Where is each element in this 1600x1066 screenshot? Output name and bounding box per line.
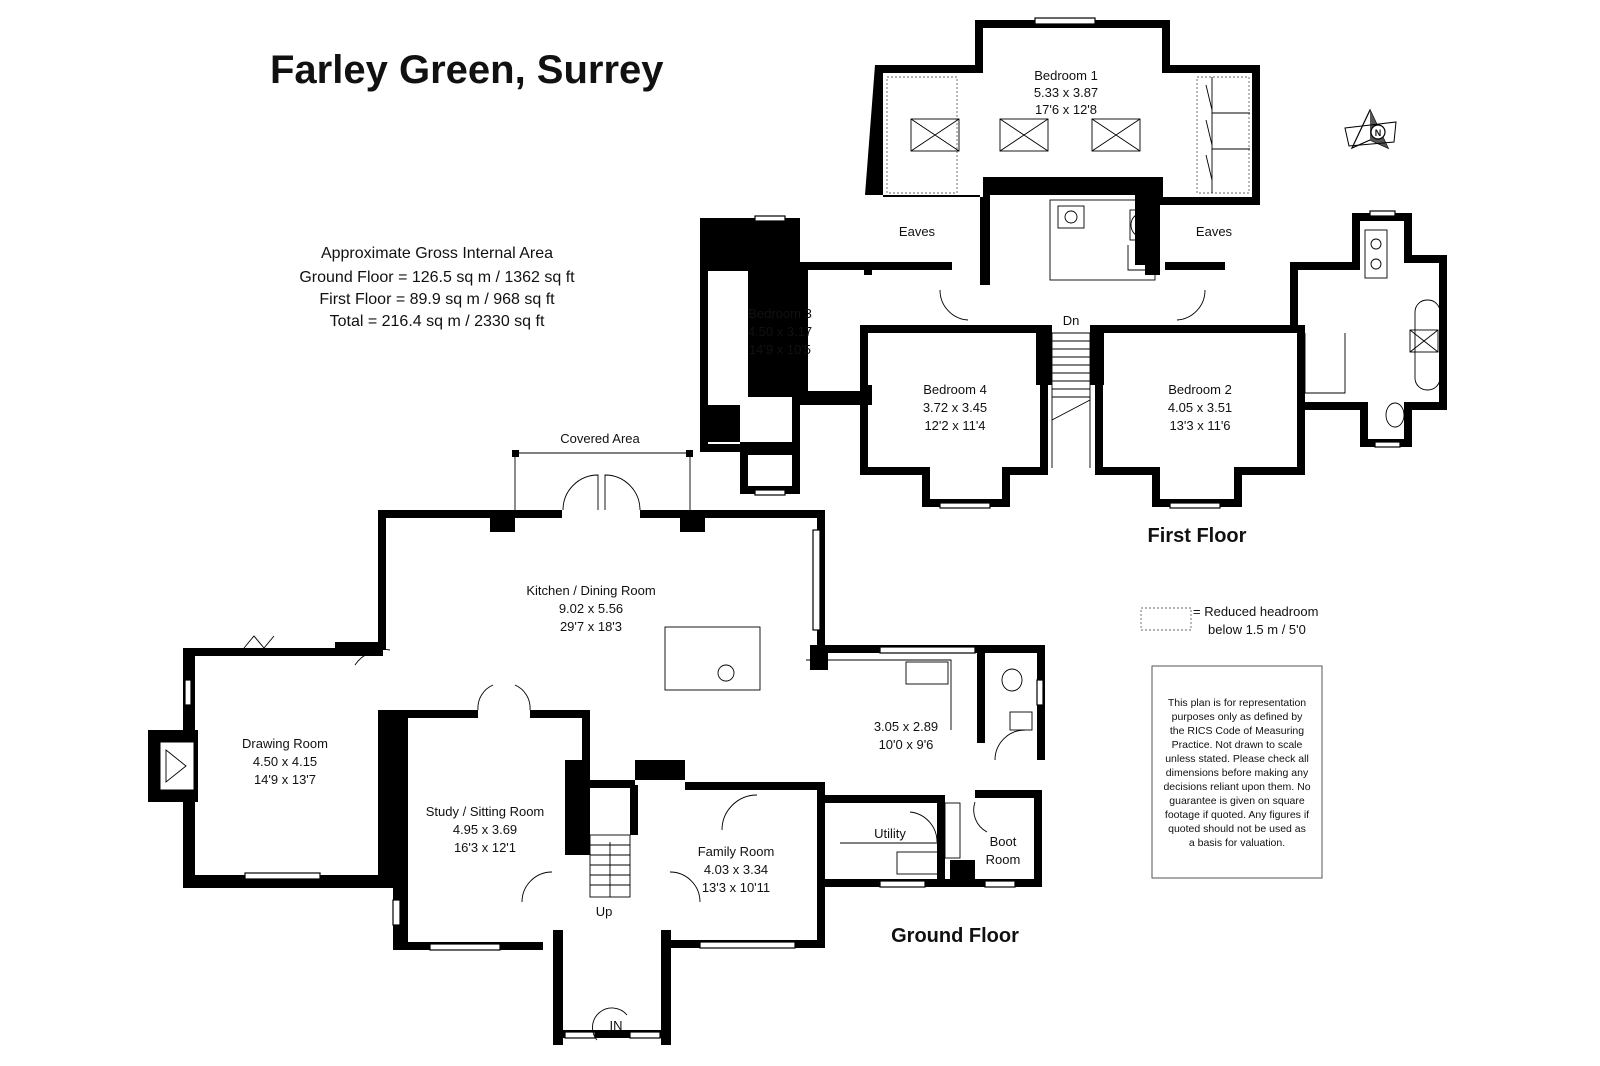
study-metric: 4.95 x 3.69 — [453, 822, 517, 837]
kitchen-name: Kitchen / Dining Room — [526, 583, 655, 598]
ground-floor-label: Ground Floor — [891, 925, 1019, 947]
disclaimer-line: guarantee is given on square — [1169, 795, 1305, 807]
disclaimer-line: decisions reliant upon them. No — [1163, 781, 1310, 793]
first-floor-label: First Floor — [1148, 525, 1247, 547]
bedroom-4-metric: 3.72 x 3.45 — [923, 400, 987, 415]
drawing-room-metric: 4.50 x 4.15 — [253, 754, 317, 769]
entrance-label: IN — [610, 1018, 623, 1033]
stairs-up-label: Up — [596, 904, 613, 919]
study-name: Study / Sitting Room — [426, 804, 545, 819]
area-ground: Ground Floor = 126.5 sq m / 1362 sq ft — [299, 269, 575, 286]
bedroom-2-imperial: 13'3 x 11'6 — [1169, 418, 1230, 433]
utility-room-metric: 3.05 x 2.89 — [874, 719, 938, 734]
disclaimer-line: a basis for valuation. — [1189, 837, 1285, 849]
kitchen-metric: 9.02 x 5.56 — [559, 601, 623, 616]
bedroom-3-imperial: 14'9 x 10'5 — [749, 342, 811, 357]
page-title: Farley Green, Surrey — [270, 48, 664, 92]
bedroom-1-imperial: 17'6 x 12'8 — [1035, 102, 1097, 117]
drawing-room-name: Drawing Room — [242, 736, 328, 751]
disclaimer-line: quoted should not be used as — [1168, 823, 1306, 835]
covered-area-label: Covered Area — [560, 431, 640, 446]
kitchen-imperial: 29'7 x 18'3 — [560, 619, 622, 634]
ground-floor-plan: Covered Area Kitchen / Dining Room 9.02 … — [148, 431, 1045, 1045]
bedroom-3-metric: 4.50 x 3.17 — [748, 324, 812, 339]
legend-line1: = Reduced headroom — [1193, 604, 1318, 619]
north-compass-icon — [1344, 108, 1397, 150]
utility-room-imperial: 10'0 x 9'6 — [879, 737, 934, 752]
family-room-name: Family Room — [698, 844, 775, 859]
area-first: First Floor = 89.9 sq m / 968 sq ft — [319, 291, 555, 308]
area-total: Total = 216.4 sq m / 2330 sq ft — [330, 313, 545, 330]
disclaimer-line: Practice. Not drawn to scale — [1172, 739, 1303, 751]
disclaimer-line: footage if quoted. Any figures if — [1165, 809, 1309, 821]
disclaimer-text: This plan is for representation purposes… — [1163, 697, 1310, 849]
eaves-left-label: Eaves — [899, 224, 936, 239]
bedroom-2-metric: 4.05 x 3.51 — [1168, 400, 1232, 415]
area-heading: Approximate Gross Internal Area — [321, 245, 553, 262]
family-room-metric: 4.03 x 3.34 — [704, 862, 768, 877]
bedroom-3-name: Bedroom 3 — [748, 306, 812, 321]
disclaimer-line: purposes only as defined by — [1172, 711, 1304, 723]
disclaimer-line: This plan is for representation — [1168, 697, 1306, 709]
disclaimer-box — [1151, 665, 1323, 879]
reduced-headroom-swatch — [1140, 607, 1192, 631]
eaves-right-label: Eaves — [1196, 224, 1233, 239]
boot-room-name-line1: Boot — [990, 834, 1017, 849]
disclaimer-line: unless stated. Please check all — [1165, 753, 1309, 765]
bedroom-1-walls — [865, 20, 1260, 285]
bedroom-1-metric: 5.33 x 3.87 — [1034, 85, 1098, 100]
study-imperial: 16'3 x 12'1 — [454, 840, 516, 855]
bedroom-2-name: Bedroom 2 — [1168, 382, 1232, 397]
compass-north-label: N — [1375, 128, 1382, 138]
boot-room-name-line2: Room — [986, 852, 1021, 867]
utility-name: Utility — [874, 826, 906, 841]
drawing-room-imperial: 14'9 x 13'7 — [254, 772, 316, 787]
bedroom-4-imperial: 12'2 x 11'4 — [924, 418, 985, 433]
legend-line2: below 1.5 m / 5'0 — [1208, 622, 1306, 637]
first-floor-plan: Bedroom 1 5.33 x 3.87 17'6 x 12'8 Bedroo… — [700, 17, 1447, 509]
bedroom-4-name: Bedroom 4 — [923, 382, 987, 397]
bedroom-3-walls — [700, 218, 872, 455]
disclaimer-line: dimensions before making any — [1166, 767, 1309, 779]
bedroom-1-name: Bedroom 1 — [1034, 68, 1098, 83]
disclaimer-line: the RICS Code of Measuring — [1170, 725, 1304, 737]
stairs-down-label: Dn — [1063, 313, 1080, 328]
family-room-imperial: 13'3 x 10'11 — [702, 880, 770, 895]
